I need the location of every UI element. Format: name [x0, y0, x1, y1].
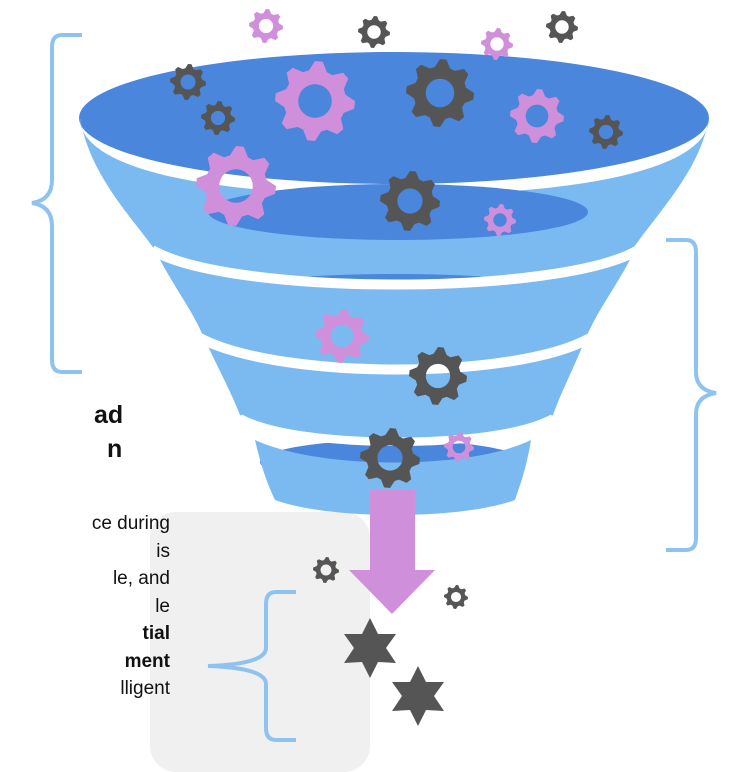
down-arrow-icon [349, 490, 435, 614]
bracket-icon [31, 33, 82, 374]
text-panel [150, 512, 370, 772]
heading-line-1: ad [94, 401, 124, 429]
gear-icon [196, 146, 276, 226]
funnel-mouth [79, 52, 709, 184]
body-line: le, and [112, 568, 170, 589]
body-text: ce during is le, and le tial ment lligen… [0, 510, 170, 703]
body-line: lligent [120, 678, 170, 699]
funnel-diagram [31, 9, 717, 742]
gear-icon [315, 309, 369, 363]
body-line: tial [142, 623, 170, 644]
body-line: le [155, 595, 170, 617]
gear-icon [358, 16, 390, 48]
gear-icon [444, 585, 468, 609]
bracket-icon [666, 238, 717, 552]
gear-icon [201, 101, 235, 135]
gear-icon [275, 61, 355, 141]
star-icon [392, 666, 444, 726]
gear-icon [360, 428, 420, 488]
gear-icon [589, 115, 623, 149]
gear-icon [409, 347, 467, 405]
gear-icon [481, 28, 513, 60]
body-line: is [156, 540, 170, 562]
gear-icon [313, 557, 339, 583]
gear-icon [546, 11, 578, 43]
gear-icon [170, 64, 206, 100]
body-line: ment [124, 650, 170, 672]
body-line: ce during [91, 513, 170, 534]
gear-icon [510, 89, 564, 143]
gear-icon [444, 432, 474, 462]
heading-line-2: n [107, 435, 123, 463]
gear-icon [406, 59, 474, 127]
gear-icon [380, 171, 440, 231]
bracket-icon [207, 590, 296, 742]
gear-icon [484, 204, 516, 236]
gear-icon [249, 9, 283, 43]
star-icon [344, 618, 396, 678]
